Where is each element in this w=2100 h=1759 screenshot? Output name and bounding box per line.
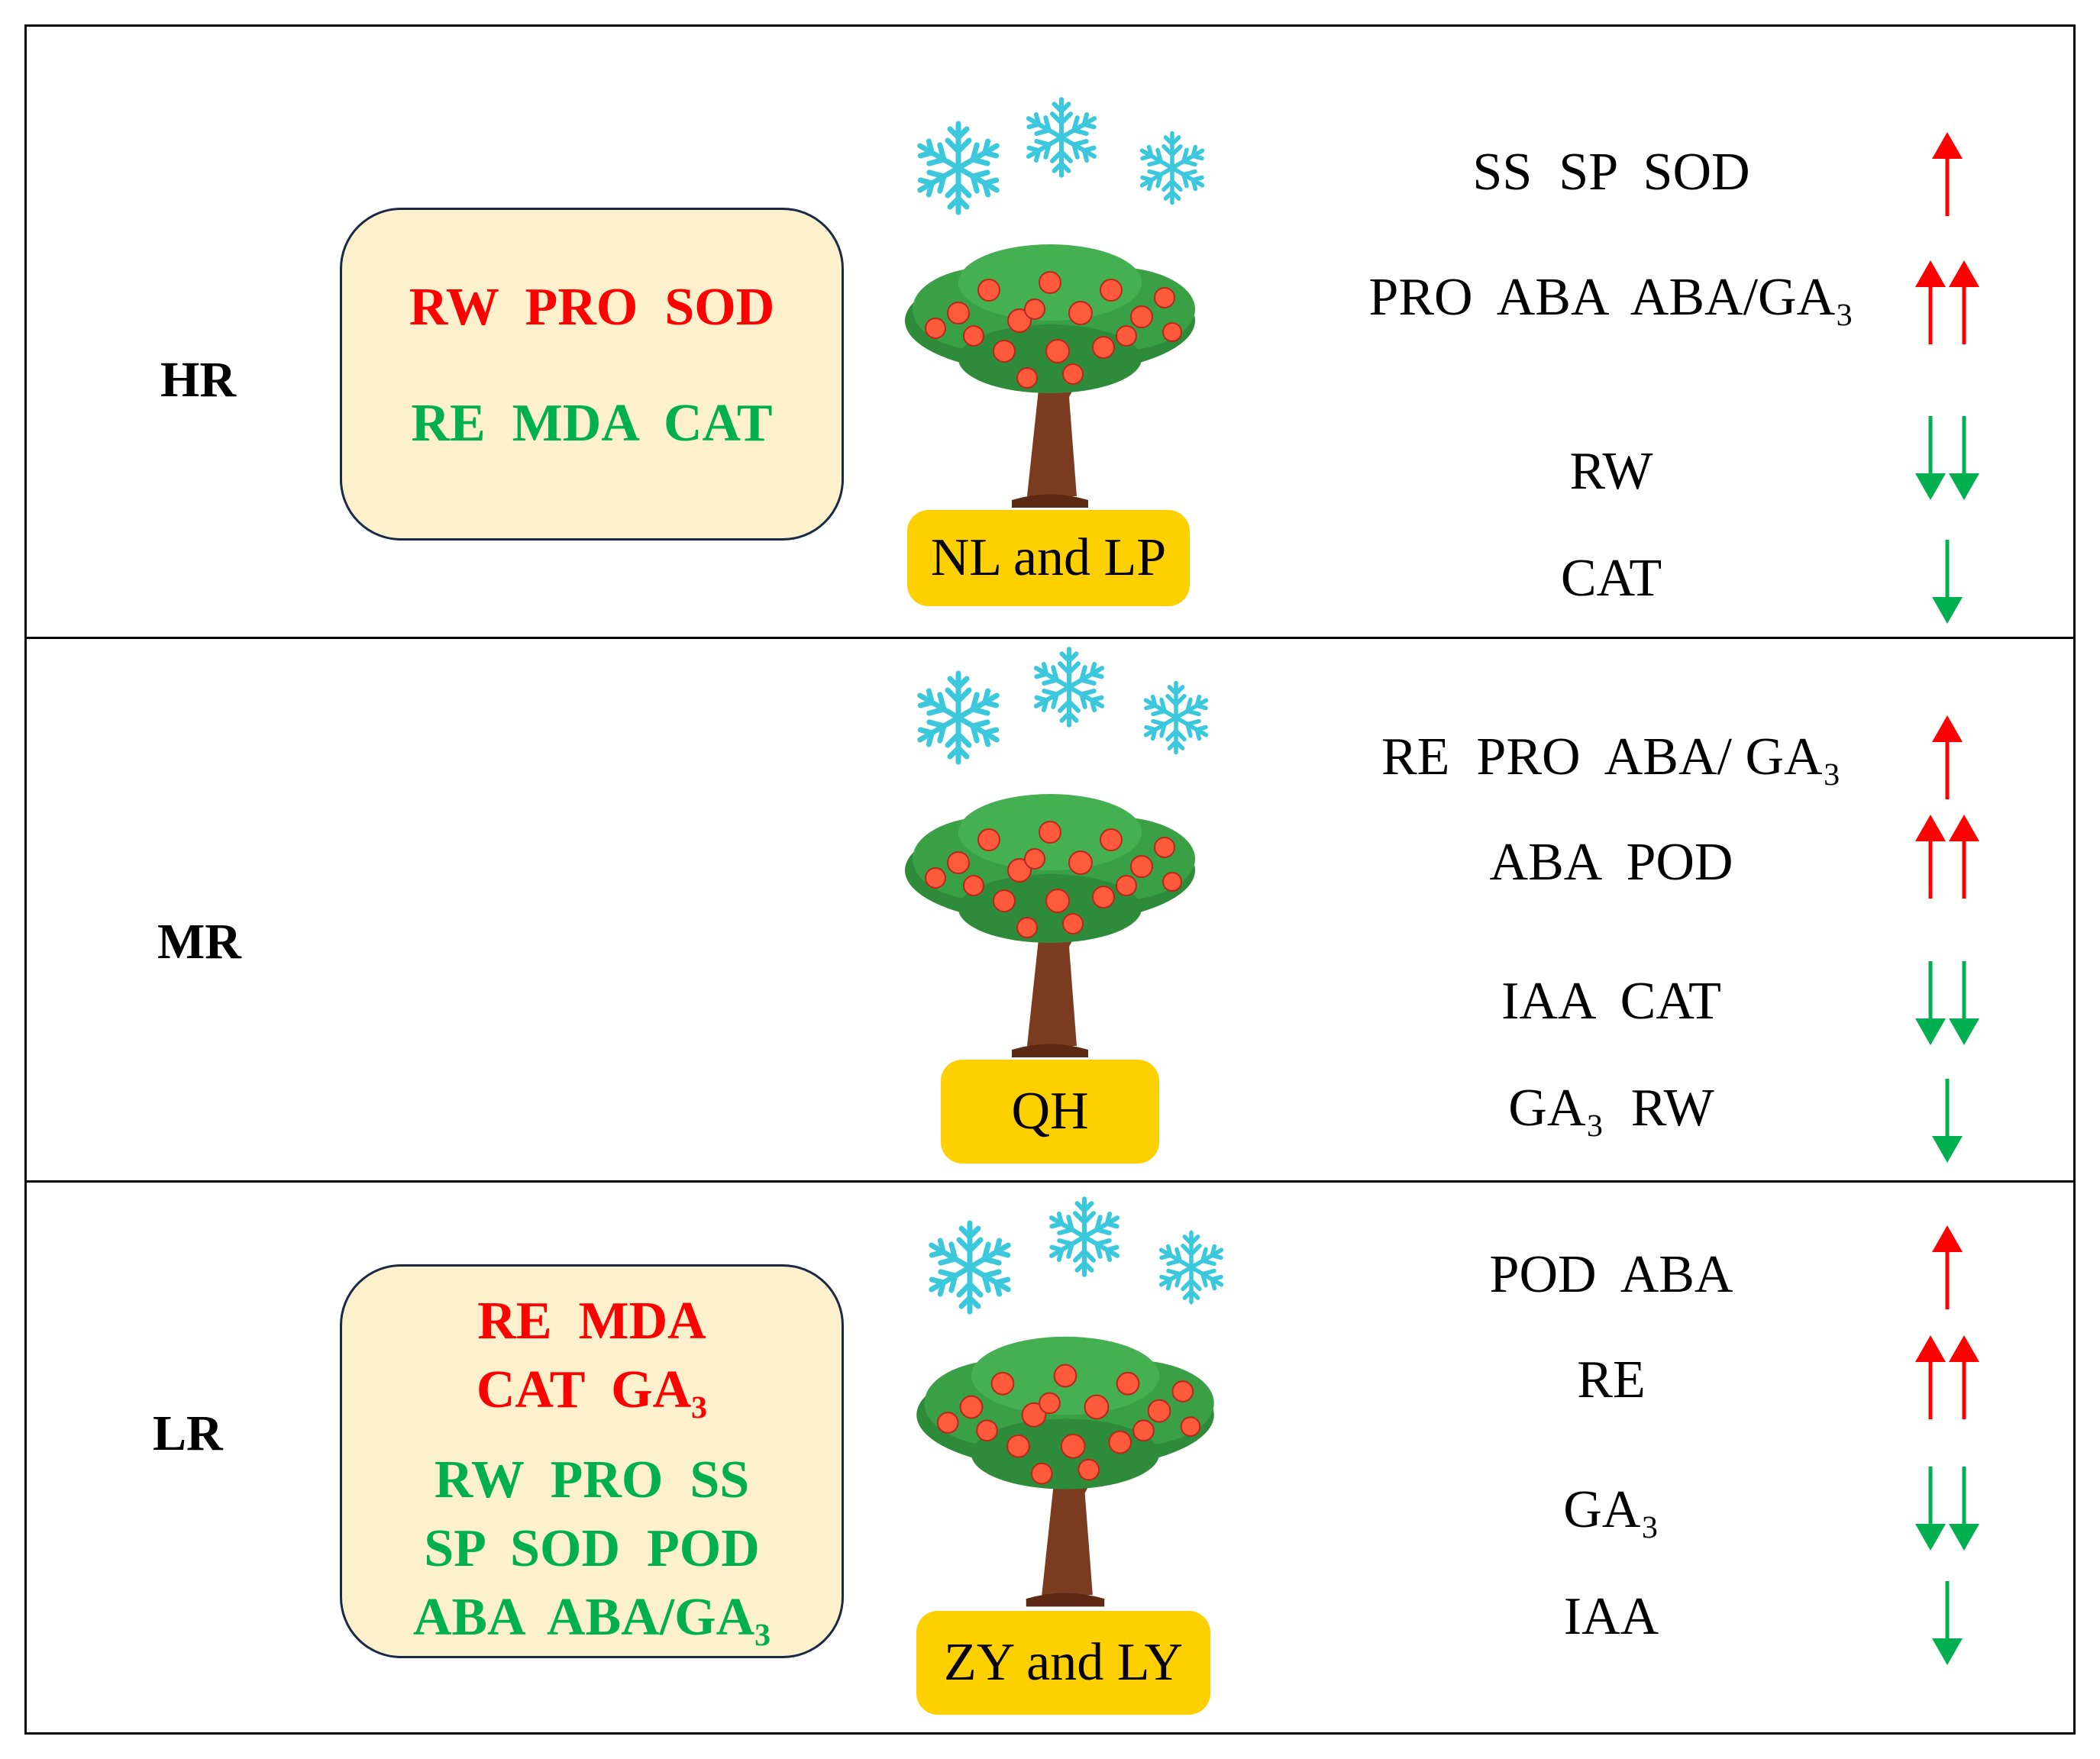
- fruit-tree-icon: [904, 244, 1196, 508]
- factor-text: SS SP SOD: [1472, 143, 1750, 202]
- row-divider: [24, 1180, 2076, 1183]
- arrow-group: [1901, 1463, 1993, 1554]
- down-arrow-icon: [1915, 416, 1946, 500]
- panel-green-line: RE MDA CAT: [411, 394, 773, 453]
- row-divider: [24, 637, 2076, 639]
- down-arrow-icon: [1932, 1581, 1963, 1665]
- row-label-hr: HR: [160, 352, 236, 408]
- arrow-group: [1901, 536, 1993, 628]
- cultivar-label: ZY and LY: [916, 1611, 1210, 1715]
- down-arrow-icon: [1932, 540, 1963, 624]
- arrow-group: [1901, 128, 1993, 220]
- factor-text: RW: [1569, 442, 1653, 501]
- up-arrow-icon: [1915, 260, 1979, 344]
- arrow-group: [1901, 811, 1993, 902]
- row-label-lr: LR: [153, 1406, 223, 1461]
- fruit-tree-icon: [904, 793, 1196, 1058]
- fruit-tree-icon: [916, 1335, 1215, 1608]
- cultivar-label: QH: [941, 1060, 1159, 1164]
- factor-text: GA₃: [1563, 1480, 1659, 1539]
- up-arrow-icon: [1949, 1335, 1979, 1419]
- down-arrow-icon: [1932, 1079, 1963, 1163]
- snowflake-icon: [905, 664, 1012, 771]
- arrow-group: [1901, 957, 1993, 1049]
- figure-frame: [24, 24, 2076, 1735]
- arrow-group: [1901, 1222, 1993, 1313]
- factor-text: IAA: [1563, 1587, 1659, 1646]
- up-arrow-icon: [1915, 1335, 1946, 1419]
- arrow-group: [1901, 257, 1993, 348]
- snowflake-icon: [905, 115, 1012, 221]
- panel-red-line: CAT GA₃: [476, 1360, 708, 1419]
- down-arrow-icon: [1915, 961, 1979, 1045]
- snowflake-icon: [916, 1214, 1023, 1321]
- down-arrow-icon: [1932, 1079, 1963, 1163]
- down-arrow-icon: [1915, 416, 1979, 500]
- down-arrow-icon: [1915, 1467, 1979, 1551]
- arrow-group: [1901, 712, 1993, 803]
- factor-text: GA₃ RW: [1508, 1079, 1714, 1138]
- down-arrow-icon: [1949, 416, 1979, 500]
- up-arrow-icon: [1932, 132, 1963, 216]
- row-label-mr: MR: [157, 914, 241, 970]
- factor-text: ABA POD: [1489, 833, 1733, 892]
- panel-red-line: RE MDA: [477, 1292, 706, 1351]
- down-arrow-icon: [1915, 961, 1946, 1045]
- up-arrow-icon: [1932, 1225, 1963, 1309]
- up-arrow-icon: [1915, 815, 1979, 899]
- panel-green-line: RW PRO SS: [434, 1451, 750, 1509]
- factor-text: RE: [1577, 1351, 1646, 1409]
- up-arrow-icon: [1932, 715, 1963, 799]
- up-arrow-icon: [1932, 132, 1963, 216]
- up-arrow-icon: [1949, 815, 1979, 899]
- down-arrow-icon: [1932, 540, 1963, 624]
- snowflake-icon: [1130, 126, 1214, 210]
- up-arrow-icon: [1915, 815, 1946, 899]
- snowflake-icon: [1023, 641, 1115, 733]
- down-arrow-icon: [1932, 1581, 1963, 1665]
- panel-green-line: ABA ABA/GA₃: [412, 1588, 771, 1647]
- up-arrow-icon: [1932, 1225, 1963, 1309]
- factor-text: RE PRO ABA/ GA₃: [1381, 728, 1841, 786]
- arrow-group: [1901, 1331, 1993, 1423]
- snowflake-icon: [1039, 1191, 1130, 1283]
- lr-summary-panel: RE MDA CAT GA₃ RW PRO SS SP SOD POD ABA …: [340, 1264, 844, 1658]
- down-arrow-icon: [1949, 961, 1979, 1045]
- panel-red-line: RW PRO SOD: [409, 278, 775, 337]
- up-arrow-icon: [1949, 260, 1979, 344]
- snowflake-icon: [1016, 92, 1107, 183]
- factor-text: POD ABA: [1489, 1245, 1733, 1304]
- snowflake-icon: [1134, 676, 1218, 760]
- factor-text: PRO ABA ABA/GA₃: [1368, 268, 1854, 327]
- factor-text: IAA CAT: [1501, 972, 1721, 1031]
- arrow-group: [1901, 412, 1993, 504]
- up-arrow-icon: [1915, 1335, 1979, 1419]
- panel-green-line: SP SOD POD: [424, 1519, 760, 1578]
- down-arrow-icon: [1915, 1467, 1946, 1551]
- down-arrow-icon: [1949, 1467, 1979, 1551]
- cultivar-label: NL and LP: [907, 510, 1190, 606]
- arrow-group: [1901, 1075, 1993, 1167]
- arrow-group: [1901, 1577, 1993, 1669]
- snowflake-icon: [1149, 1225, 1233, 1309]
- factor-text: CAT: [1560, 549, 1662, 608]
- up-arrow-icon: [1932, 715, 1963, 799]
- up-arrow-icon: [1915, 260, 1946, 344]
- hr-summary-panel: RW PRO SOD RE MDA CAT: [340, 208, 844, 541]
